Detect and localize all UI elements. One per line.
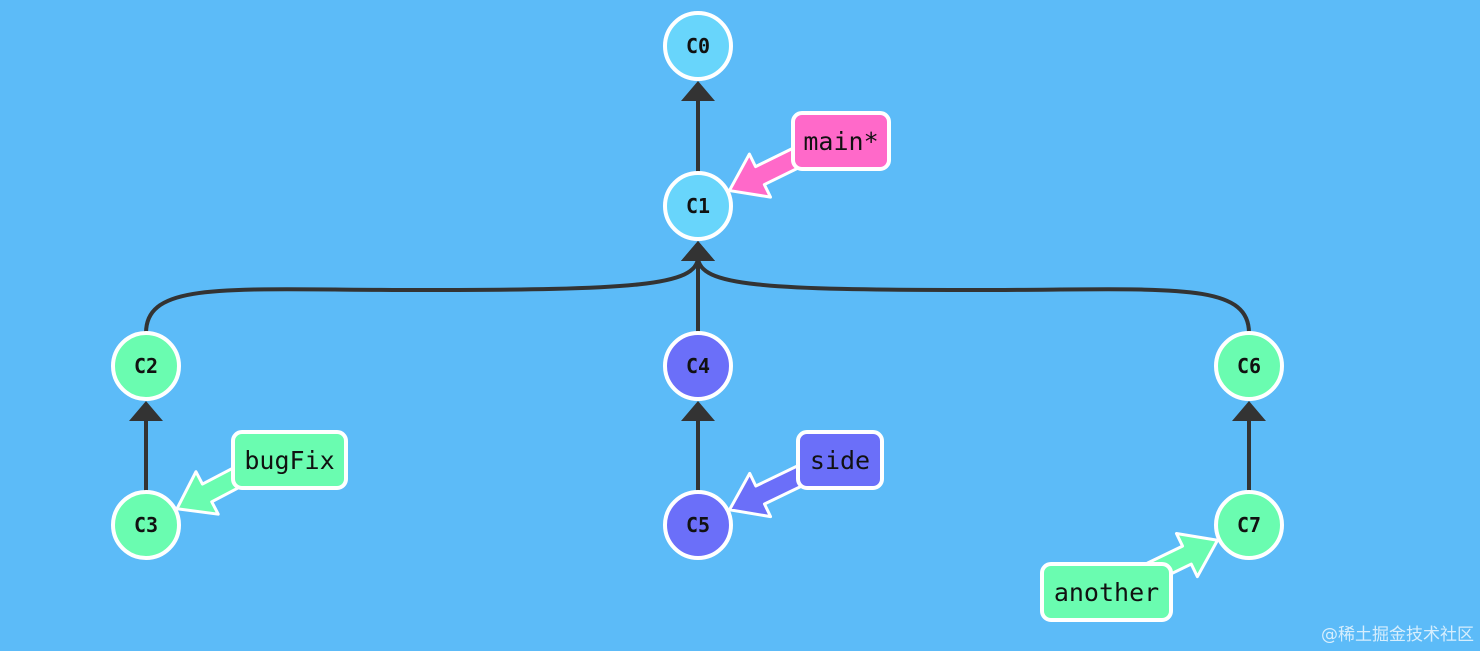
branch-name: main*: [803, 127, 878, 156]
branch-tag-2[interactable]: side: [796, 430, 884, 490]
watermark: @稀土掘金技术社区: [1321, 625, 1474, 645]
commit-node-c3[interactable]: C3: [111, 490, 181, 560]
edge-arrowhead-C1: [681, 81, 715, 101]
commit-node-c6[interactable]: C6: [1214, 331, 1284, 401]
commit-node-c4[interactable]: C4: [663, 331, 733, 401]
edge-arrowhead-C7: [1232, 401, 1266, 421]
commit-label: C6: [1237, 354, 1261, 378]
edge-C6-to-C1: [696, 256, 1251, 334]
branch-name: another: [1054, 578, 1159, 607]
commit-label: C3: [134, 513, 158, 537]
commit-label: C7: [1237, 513, 1261, 537]
edge-arrowhead-C3: [129, 401, 163, 421]
commit-label: C1: [686, 194, 710, 218]
branch-tag-1[interactable]: bugFix: [231, 430, 348, 490]
branch-name: side: [810, 446, 870, 475]
commit-node-c7[interactable]: C7: [1214, 490, 1284, 560]
branch-name: bugFix: [244, 446, 334, 475]
edge-C2-to-C1: [144, 256, 700, 334]
branch-tag-0[interactable]: main*: [791, 111, 891, 171]
commit-label: C2: [134, 354, 158, 378]
edge-arrowhead-C5: [681, 401, 715, 421]
commit-label: C0: [686, 34, 710, 58]
commit-node-c5[interactable]: C5: [663, 490, 733, 560]
commit-label: C4: [686, 354, 710, 378]
edge-arrowhead-C6: [681, 241, 715, 261]
commit-node-c0[interactable]: C0: [663, 11, 733, 81]
branch-tag-3[interactable]: another: [1040, 562, 1173, 622]
commit-label: C5: [686, 513, 710, 537]
commit-node-c1[interactable]: C1: [663, 171, 733, 241]
commit-node-c2[interactable]: C2: [111, 331, 181, 401]
